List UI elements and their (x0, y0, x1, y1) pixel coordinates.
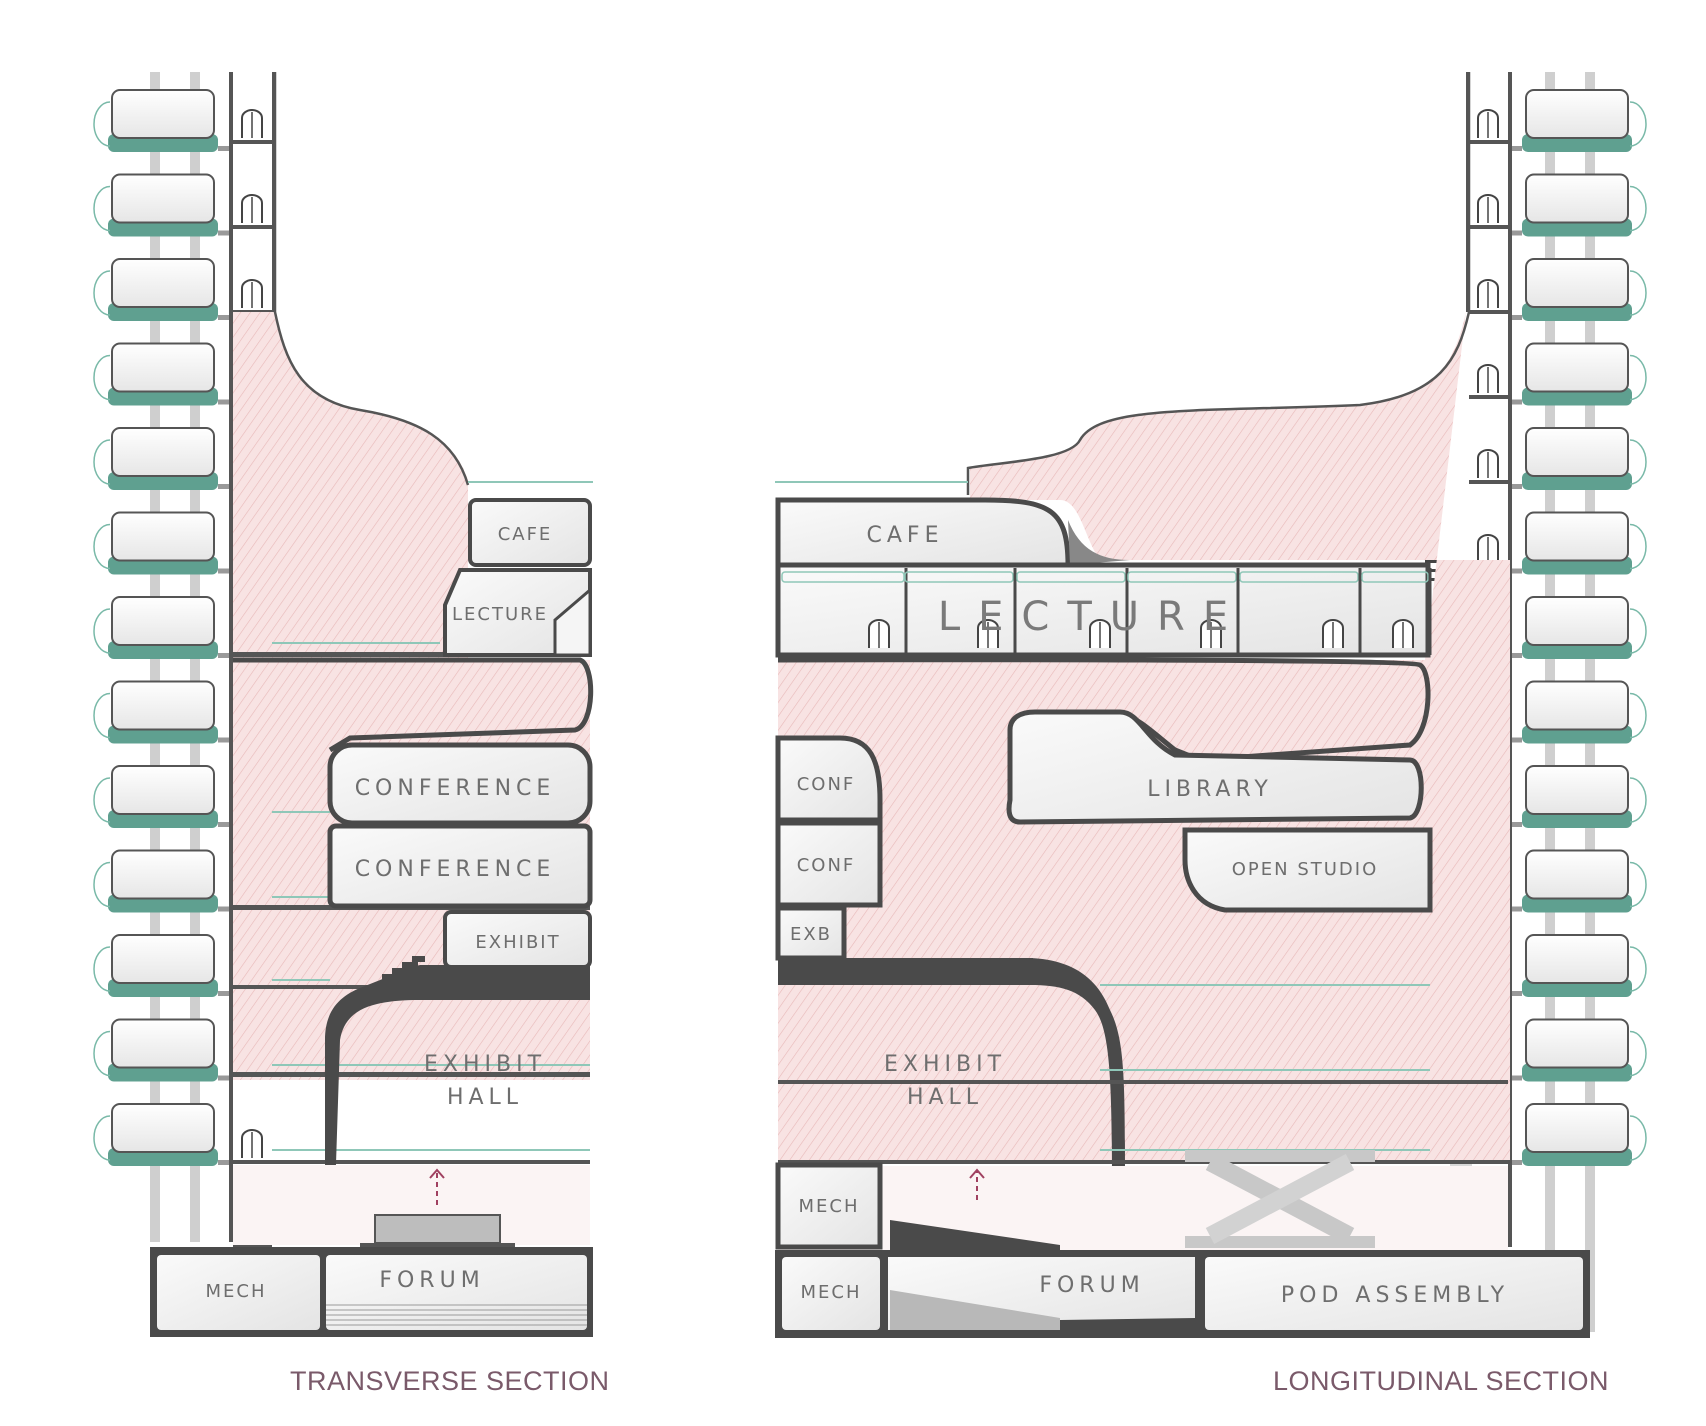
longitudinal-library-room (1006, 709, 1424, 825)
longitudinal-exb-label: EXB (790, 924, 832, 945)
transverse-section-title: TRANSVERSE SECTION (290, 1366, 610, 1396)
transverse-section: CAFE LECTURE CONFERENCE CONFERENCE EXHIB… (93, 72, 610, 1396)
transverse-forum-label: FORUM (379, 1268, 484, 1293)
longitudinal-conf-room-2 (775, 820, 883, 908)
longitudinal-open-studio-label: OPEN STUDIO (1232, 859, 1379, 880)
pod (1510, 1018, 1647, 1082)
longitudinal-mech-room-1 (775, 1162, 883, 1250)
pod (1510, 173, 1647, 237)
longitudinal-arch (778, 958, 1125, 1202)
pod (1510, 596, 1647, 659)
transverse-exhibit-hall-label-1: EXHIBIT (424, 1052, 546, 1077)
pod (1510, 427, 1647, 490)
pod (1510, 511, 1647, 575)
pod (93, 680, 230, 744)
longitudinal-conf-label-2: CONF (797, 855, 856, 876)
transverse-conference-label-2: CONFERENCE (355, 857, 556, 882)
transverse-conference-room-2 (327, 823, 593, 909)
pod (93, 258, 230, 321)
pod (93, 765, 230, 828)
pod (1510, 765, 1647, 828)
transverse-pods (93, 89, 230, 1166)
pod (93, 934, 230, 997)
longitudinal-pod-assembly-room (1205, 1257, 1583, 1330)
pod (93, 1103, 230, 1166)
longitudinal-forum-label: FORUM (1039, 1273, 1144, 1298)
pod (93, 427, 230, 490)
pod (93, 89, 230, 152)
transverse-lecture-label: LECTURE (452, 604, 548, 625)
pod (93, 511, 230, 575)
pod (93, 596, 230, 659)
longitudinal-mech-label-2: MECH (800, 1282, 861, 1303)
transverse-exhibit-hall-label-2: HALL (447, 1085, 523, 1110)
longitudinal-exhibit-hall-label-1: EXHIBIT (884, 1052, 1006, 1077)
pod (93, 849, 230, 913)
pod (1510, 1103, 1647, 1166)
pod (1510, 89, 1647, 152)
transverse-mech-label: MECH (205, 1281, 266, 1302)
pod (1510, 849, 1647, 913)
pod (1510, 680, 1647, 744)
longitudinal-open-studio-room (1182, 827, 1433, 913)
longitudinal-cafe-label: CAFE (867, 523, 944, 548)
longitudinal-conf-room-1 (775, 735, 883, 823)
pod (1510, 342, 1647, 406)
longitudinal-section-title: LONGITUDINAL SECTION (1273, 1366, 1609, 1396)
longitudinal-section: CAFE LECTURE LIBRARY OPEN STUDIO CONF CO… (775, 72, 1647, 1396)
transverse-conference-room-1 (327, 742, 593, 826)
longitudinal-lecture-label: LECTURE (938, 594, 1246, 640)
pod (1510, 934, 1647, 997)
transverse-forum-room (326, 1255, 587, 1330)
transverse-conference-label-1: CONFERENCE (355, 776, 556, 801)
longitudinal-mech-label-1: MECH (798, 1196, 859, 1217)
pod (93, 342, 230, 406)
transverse-mech-room (157, 1255, 320, 1330)
transverse-arch (323, 965, 590, 1205)
pod (93, 1018, 230, 1082)
longitudinal-library-label: LIBRARY (1147, 777, 1273, 802)
transverse-cafe-room (468, 498, 592, 567)
longitudinal-conf-label-1: CONF (797, 774, 856, 795)
pod-lift-mechanism (1185, 1150, 1375, 1248)
longitudinal-pod-assembly-label: POD ASSEMBLY (1281, 1283, 1509, 1308)
transverse-cafe-label: CAFE (498, 524, 553, 545)
pod (1510, 258, 1647, 321)
longitudinal-mech-room-2 (782, 1257, 880, 1330)
longitudinal-exhibit-hall-label-2: HALL (907, 1085, 983, 1110)
transverse-exhibit-label: EXHIBIT (475, 932, 560, 953)
pod (93, 173, 230, 237)
longitudinal-pods (1510, 89, 1647, 1166)
